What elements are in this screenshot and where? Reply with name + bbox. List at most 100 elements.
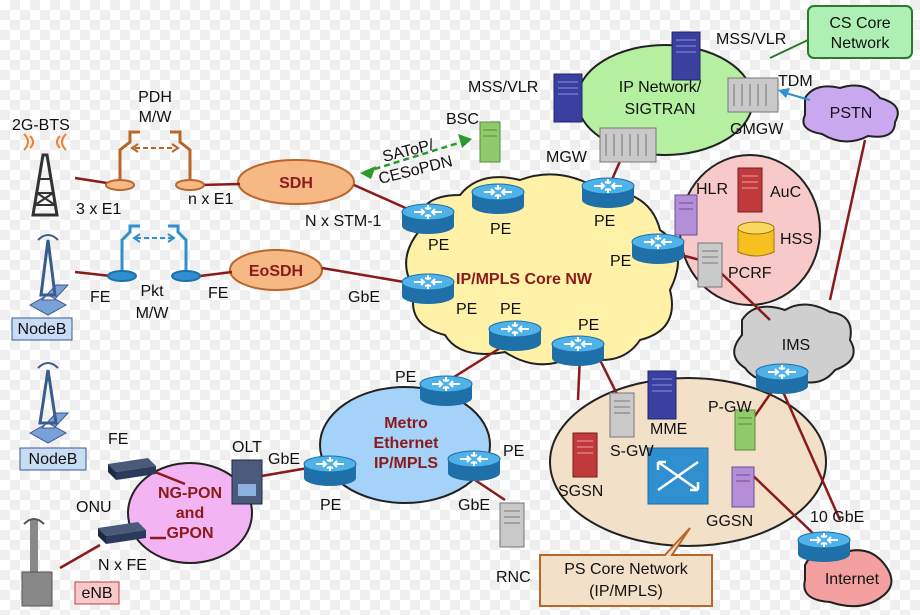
s-gw-server-icon — [609, 392, 635, 438]
nodeb-bottom-icon — [28, 362, 70, 444]
pdh-mw-link — [105, 130, 205, 191]
pe-router-10 — [303, 455, 357, 487]
satop-arrow — [360, 134, 472, 179]
tdm-arrow — [778, 88, 811, 101]
gbe-label-2: GbE — [268, 451, 300, 468]
pcrf-label: PCRF — [728, 265, 772, 282]
onu-label: ONU — [76, 499, 112, 516]
s-gw-label: S-GW — [610, 443, 654, 460]
nodeb-top-box — [11, 317, 73, 341]
ten-gbe-label: 10 GbE — [810, 509, 864, 526]
n-x-e1-label: n x E1 — [188, 191, 233, 208]
gmgw-label: GMGW — [730, 121, 784, 138]
metro-label-1: Metro — [384, 415, 428, 432]
fe-label-2: FE — [208, 285, 228, 302]
ip-network-label-2: SIGTRAN — [624, 101, 695, 118]
auc-label: AuC — [770, 184, 801, 201]
enb-tower-icon — [21, 518, 53, 607]
olt-label: OLT — [232, 439, 262, 456]
eosdh-label: EoSDH — [249, 263, 303, 280]
pdh-label-2: M/W — [139, 109, 173, 126]
gbe-label-3: GbE — [458, 497, 490, 514]
core-label: IP/MPLS Core NW — [456, 271, 593, 288]
pcrf-server-icon — [697, 242, 723, 288]
n-x-fe-label: N x FE — [98, 557, 147, 574]
mgw-label: MGW — [546, 149, 588, 166]
mss-vlr-top-server-icon — [671, 31, 701, 81]
tdm-label: TDM — [778, 73, 813, 90]
ims-cloud — [733, 303, 855, 384]
mme-server-icon — [647, 370, 677, 420]
nodeb-bottom-box — [19, 447, 87, 471]
cs-core-label-1: CS Core — [829, 15, 890, 32]
ngpon-label-1: NG-PON — [158, 485, 222, 502]
nodeb-top-icon — [28, 234, 70, 316]
pe-router-7 — [551, 335, 605, 367]
enb-label: eNB — [81, 585, 112, 602]
ims-router — [755, 363, 809, 395]
mss-vlr-top-label: MSS/VLR — [716, 31, 786, 48]
sgsn-server-icon — [572, 432, 598, 478]
pe-label-2: PE — [490, 221, 511, 238]
mgw-icon — [599, 127, 657, 163]
ims-label: IMS — [782, 337, 810, 354]
rnc-server-icon — [499, 502, 525, 548]
p-gw-server-icon — [734, 409, 756, 451]
n-x-stm1-label: N x STM-1 — [305, 213, 382, 230]
pe-router-4 — [631, 233, 685, 265]
mme-label: MME — [650, 421, 687, 438]
internet-router — [797, 531, 851, 563]
p-gw-label: P-GW — [708, 399, 752, 416]
gbe-label-1: GbE — [348, 289, 380, 306]
ip-network-label-1: IP Network/ — [619, 79, 702, 96]
pstn-label: PSTN — [830, 105, 873, 122]
pe-label-10: PE — [320, 497, 341, 514]
eosdh-ellipse — [229, 249, 323, 291]
ggsn-label: GGSN — [706, 513, 753, 530]
fe-label-1: FE — [90, 289, 110, 306]
ggsn-server-icon — [731, 466, 755, 508]
bts-signal-icon — [23, 133, 67, 151]
pe-label-5: PE — [456, 301, 477, 318]
pe-label-8: PE — [395, 369, 416, 386]
pdh-label-1: PDH — [138, 89, 172, 106]
pe-label-3: PE — [594, 213, 615, 230]
sdh-label: SDH — [279, 175, 313, 192]
cs-callout-line — [769, 39, 809, 59]
ps-core-callout — [539, 527, 713, 607]
fe-label-3: FE — [108, 431, 128, 448]
nodeb-top-label: NodeB — [18, 321, 67, 338]
ngpon-label-2: and — [176, 505, 204, 522]
ps-core-label-1: PS Core Network — [564, 561, 689, 578]
pstn-cloud — [802, 84, 899, 143]
sdh-ellipse — [237, 159, 355, 205]
pkt-label-2: M/W — [136, 305, 170, 322]
cs-core-label-2: Network — [831, 35, 891, 52]
nodeb-bottom-label: NodeB — [29, 451, 78, 468]
rnc-label: RNC — [496, 569, 531, 586]
metro-label-3: IP/MPLS — [374, 455, 438, 472]
bts-label: 2G-BTS — [12, 117, 70, 134]
pe-router-6 — [488, 320, 542, 352]
olt-icon — [231, 459, 263, 505]
pkt-label-1: Pkt — [140, 283, 164, 300]
metro-ellipse — [319, 386, 491, 504]
auc-server-icon — [737, 167, 763, 213]
hlr-server-icon — [674, 194, 698, 236]
ngpon-label-3: GPON — [166, 525, 213, 542]
mss-vlr-left-server-icon — [553, 73, 583, 123]
pe-label-6: PE — [500, 301, 521, 318]
hlr-label: HLR — [696, 181, 728, 198]
bts-tower-icon — [31, 153, 59, 217]
hss-label: HSS — [780, 231, 813, 248]
pe-router-1 — [401, 203, 455, 235]
pe-router-3 — [581, 177, 635, 209]
pe-label-7: PE — [578, 317, 599, 334]
ps-core-label-2: (IP/MPLS) — [589, 583, 663, 600]
pe-router-9 — [447, 450, 501, 482]
gmgw-icon — [727, 77, 779, 113]
core-cloud — [405, 173, 679, 366]
bsc-server-icon — [479, 121, 501, 163]
mss-vlr-left-label: MSS/VLR — [468, 79, 538, 96]
